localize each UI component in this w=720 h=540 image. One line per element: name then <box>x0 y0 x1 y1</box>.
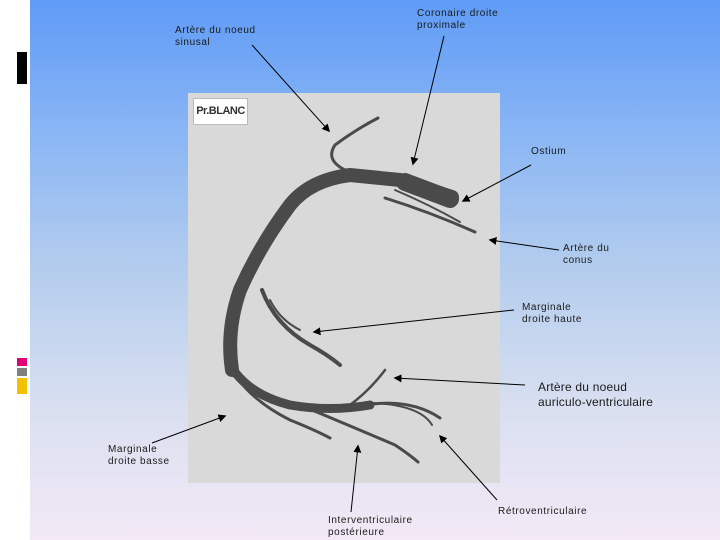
accent-bar-pink <box>17 358 27 366</box>
arrow-retro <box>439 434 498 501</box>
distal-segment <box>227 363 375 413</box>
retro-branch-2 <box>371 402 433 426</box>
sinus-node-branch <box>330 116 380 172</box>
proximal-segment <box>396 173 459 208</box>
label-conus-artery: Artère du conus <box>563 243 610 266</box>
conus-branch-2 <box>394 189 461 223</box>
high-marginal-twig <box>269 299 301 331</box>
label-low-marginal: Marginale droite basse <box>108 444 170 467</box>
accent-bar-black <box>17 52 27 84</box>
low-marginal-branch <box>230 368 332 440</box>
label-proximal-rca: Coronaire droite proximale <box>417 8 499 31</box>
author-signature: Pr.BLANC <box>193 98 248 125</box>
high-marginal-branch <box>260 288 342 367</box>
label-retroventricular: Rétroventriculaire <box>498 506 588 517</box>
arrow-conus <box>488 236 560 251</box>
accent-bar-yellow <box>17 378 27 394</box>
arrow-iv <box>350 444 362 513</box>
conus-branch <box>383 196 477 234</box>
label-posterior-interventricular: Interventriculaire postérieure <box>328 515 413 538</box>
label-sinus-node-artery: Artère du noeud sinusal <box>175 25 256 48</box>
label-high-marginal: Marginale droite haute <box>522 302 583 325</box>
left-margin <box>0 0 30 540</box>
angiogram-image <box>188 93 500 483</box>
label-ostium: Ostium <box>531 146 567 157</box>
av-node-branch <box>348 368 387 407</box>
accent-bar-gray <box>17 368 27 376</box>
piv-branch <box>298 403 420 464</box>
arrow-marg-basse <box>151 414 227 444</box>
label-av-node-artery: Artère du noeud auriculo-ventriculaire <box>538 380 654 409</box>
arrow-sinusal <box>251 44 331 133</box>
arrow-av <box>393 374 526 386</box>
arrow-proximale <box>410 35 445 166</box>
arrow-ostium <box>461 164 532 202</box>
coronary-artery-drawing <box>223 116 477 464</box>
arrow-marg-haute <box>312 309 515 336</box>
main-artery <box>223 168 459 377</box>
